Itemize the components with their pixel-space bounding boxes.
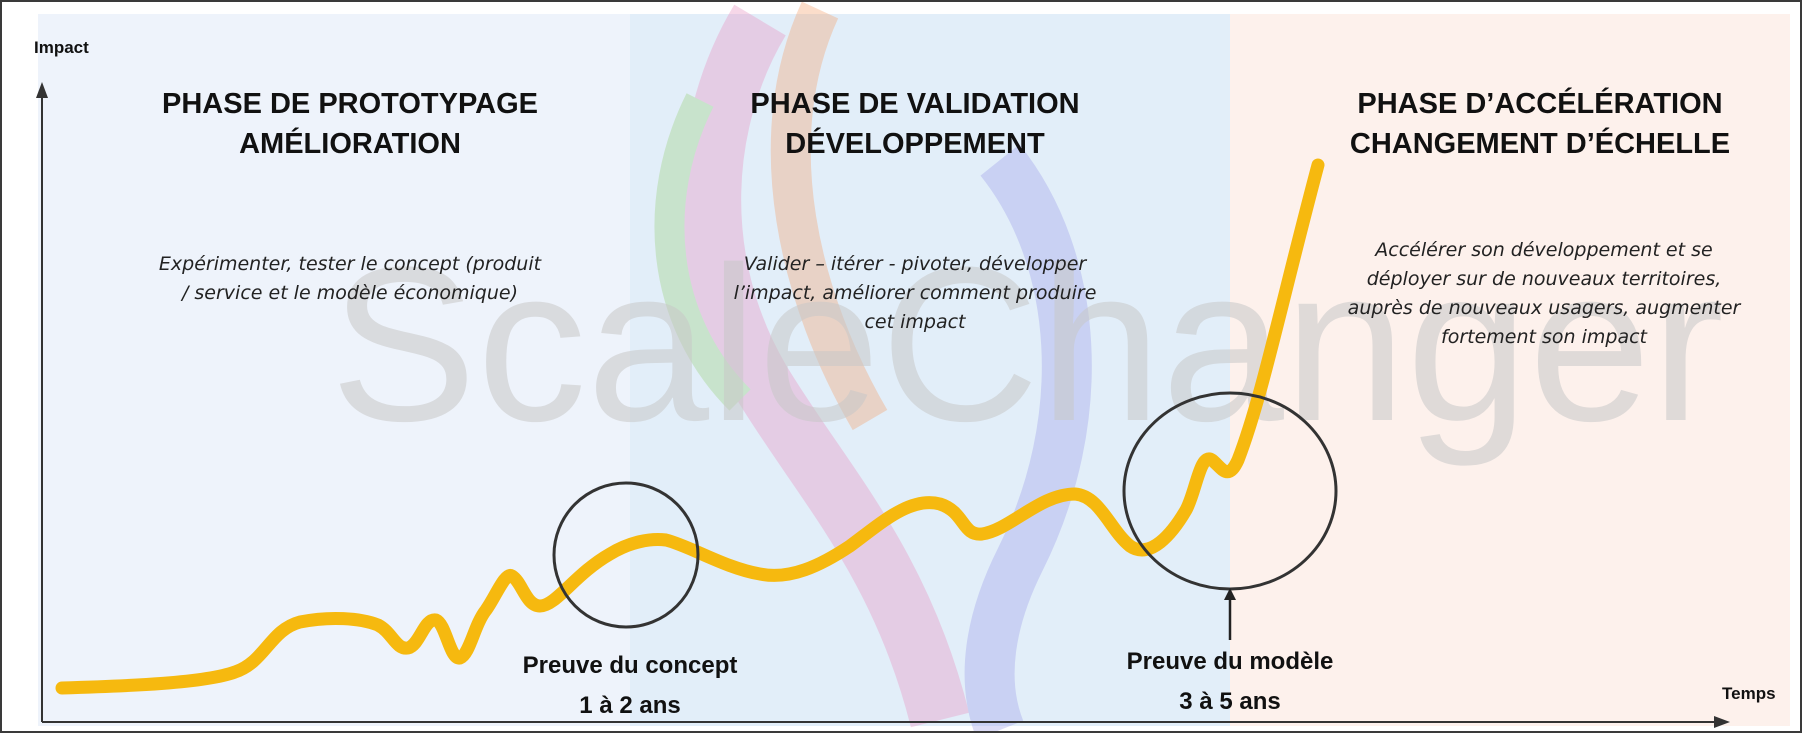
phase-description-prototyping: Expérimenter, tester le concept (produit… <box>90 250 610 308</box>
chart-axes <box>36 82 1730 728</box>
phase-title-line: CHANGEMENT D’ÉCHELLE <box>1349 128 1731 160</box>
phase-title-prototyping: PHASE DE PROTOTYPAGE AMÉLIORATION <box>110 84 590 164</box>
x-axis-label: Temps <box>1722 684 1776 703</box>
phase-title-line: AMÉLIORATION <box>239 128 461 160</box>
phase-title-line: DÉVELOPPEMENT <box>785 128 1045 160</box>
proof-of-model-arrow-head-icon <box>1224 588 1236 600</box>
milestone-proof-of-concept: Preuve du concept 1 à 2 ans <box>500 646 760 726</box>
phase-title-validation: PHASE DE VALIDATION DÉVELOPPEMENT <box>650 84 1180 164</box>
milestone-duration: 3 à 5 ans <box>1179 688 1281 715</box>
phase-description-acceleration: Accélérer son développement et se déploy… <box>1304 236 1784 352</box>
phase-title-line: PHASE D’ACCÉLÉRATION <box>1357 88 1723 120</box>
phase-title-line: PHASE DE PROTOTYPAGE <box>162 88 538 120</box>
phase-description-validation: Valider – itérer - pivoter, développer l… <box>660 250 1170 337</box>
phase-description-line: Valider – itérer - pivoter, développer <box>743 253 1087 275</box>
phase-description-line: auprès de nouveaux usagers, augmenter <box>1347 297 1741 319</box>
milestone-proof-of-model: Preuve du modèle 3 à 5 ans <box>1100 642 1360 722</box>
y-axis-label: Impact <box>34 38 89 57</box>
acceleration-phase-zone <box>1230 14 1790 726</box>
phase-title-line: PHASE DE VALIDATION <box>750 88 1080 120</box>
x-axis-arrow-icon <box>1714 716 1730 728</box>
milestone-duration: 1 à 2 ans <box>579 692 681 719</box>
growth-curve <box>55 158 1325 695</box>
proof-of-concept-circle <box>552 481 700 629</box>
watermark-text: ScaleChanger <box>330 221 1724 467</box>
validation-phase-zone <box>630 14 1230 726</box>
milestone-label: Preuve du concept <box>522 652 738 679</box>
y-axis-arrow-icon <box>36 82 48 98</box>
phase-description-line: déployer sur de nouveaux territoires, <box>1366 268 1722 290</box>
phase-description-line: Expérimenter, tester le concept (produit <box>158 253 542 275</box>
phase-description-line: cet impact <box>864 311 966 333</box>
milestone-label: Preuve du modèle <box>1126 648 1334 675</box>
phase-title-acceleration: PHASE D’ACCÉLÉRATION CHANGEMENT D’ÉCHELL… <box>1300 84 1780 164</box>
phase-description-line: l’impact, améliorer comment produire <box>733 282 1097 304</box>
phase-description-line: Accélérer son développement et se <box>1375 239 1713 261</box>
phase-description-line: fortement son impact <box>1441 326 1647 348</box>
phase-description-line: / service et le modèle économique) <box>181 282 519 304</box>
